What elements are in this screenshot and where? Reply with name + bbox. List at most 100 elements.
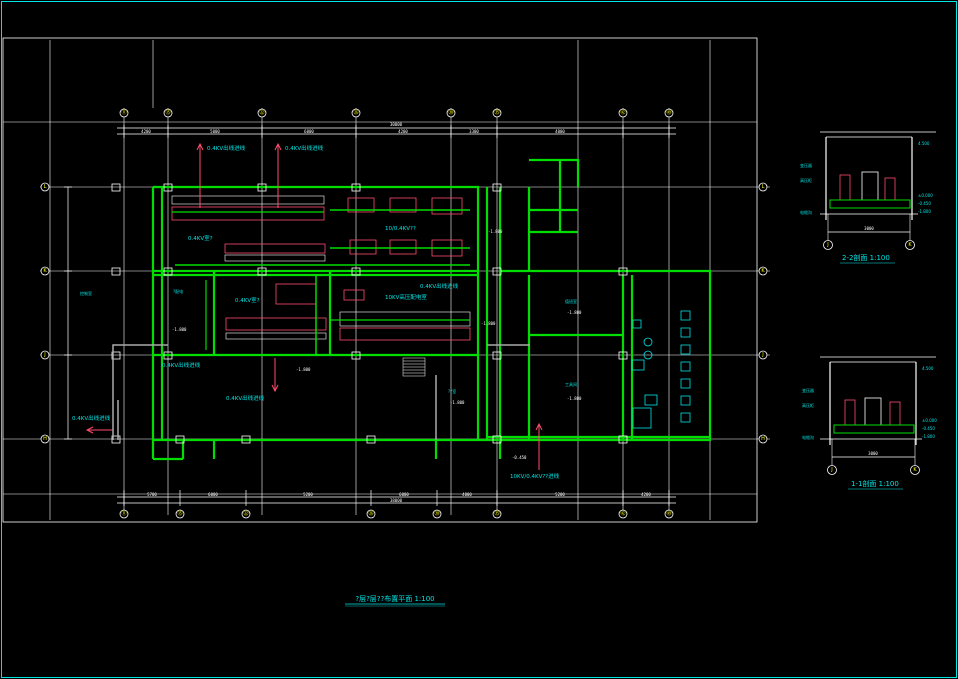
axis-bubbles-right: L K J H	[758, 182, 768, 444]
axis-bottom-2: ⑮	[177, 510, 182, 517]
elev-4: -1.800	[450, 400, 465, 405]
label-room-0-4kv-1: 0.4KV室?	[188, 234, 213, 242]
bottom-dim-2: 6000	[208, 492, 218, 497]
bottom-dimension-line	[117, 490, 676, 506]
label-10kv-feed: 10KV/0.4KV??进线	[510, 472, 560, 480]
axis-left-1: L	[44, 184, 47, 190]
bottom-dim-6: 5200	[555, 492, 565, 497]
elevation-marks: -1.800 -1.800 -1.800 -1.800 -1.800 -1.80…	[172, 229, 582, 460]
feeder-arrows	[85, 142, 543, 470]
top-dimension-line	[117, 125, 676, 138]
elev-6: -1.800	[567, 396, 582, 401]
axis-top-8: ㊾	[666, 109, 671, 116]
axis-bottom-5: ㉚	[434, 510, 439, 517]
control-room-equipment	[631, 310, 691, 429]
axis-top-5: ㉚	[448, 109, 453, 116]
top-dim-1: 4200	[141, 129, 151, 134]
section-2-2-elev-1: 4.500	[918, 141, 930, 146]
main-plan-labels: 0.4KV出线进线 0.4KV出线进线 0.4KV室? 10/0.4KV?? 0…	[72, 144, 577, 480]
section-1-1-elev-4: -1.800	[922, 434, 935, 439]
axis-top-7: ㊷	[620, 109, 625, 116]
section-2-2: J K 3000 变压器 高压柜 电缆沟 4.500 ±0.000 -0.450…	[800, 131, 936, 264]
axis-bubbles-top: ⑪ ⑮ ㉒ ㉖ ㉚ ㉟ ㊷ ㊾	[119, 108, 674, 118]
elev-1: -1.800	[488, 229, 503, 234]
label-office: ??室	[448, 388, 456, 394]
building-walls	[151, 158, 712, 461]
bottom-dim-1: 5700	[147, 492, 157, 497]
section-2-2-axis-k: K	[908, 242, 912, 248]
axis-left-3: J	[43, 352, 45, 358]
axis-left-4: H	[43, 436, 47, 442]
label-tools: 工具间	[565, 381, 577, 387]
bottom-dimension-texts: 5700 6000 5200 6000 4000 5200 4200 38000	[147, 492, 651, 503]
section-1-1-axis-k: K	[913, 467, 917, 473]
elev-2: -1.800	[172, 327, 187, 332]
section-2-2-elev-4: -1.800	[918, 209, 931, 214]
bottom-dim-4: 6000	[399, 492, 409, 497]
axis-bubbles-bottom: ⑪ ⑮ ㉒ ㉖ ㉚ ㉟ ㊷ ㊾	[119, 509, 674, 519]
elev-5: -1.800	[567, 310, 582, 315]
section-2-2-label-2: 高压柜	[800, 177, 812, 183]
axis-bottom-6: ㉟	[494, 510, 499, 517]
label-room-0-4kv-5: 0.4KV出线进线	[226, 394, 265, 402]
top-dim-2: 5000	[210, 129, 220, 134]
elev-3: -1.800	[296, 367, 311, 372]
bottom-dim-total: 38000	[390, 498, 403, 503]
axis-left-2: K	[43, 268, 47, 274]
axis-top-2: ⑮	[165, 109, 170, 116]
top-dim-3: 6000	[304, 129, 314, 134]
bottom-dim-5: 4000	[462, 492, 472, 497]
elev-8: -0.450	[512, 455, 527, 460]
stair	[402, 357, 426, 377]
section-1-1-axis-j: J	[830, 467, 832, 473]
top-dim-total: 30000	[390, 122, 403, 127]
section-1-1: J K 3000 变压器 高压柜 电缆沟 4.500 ±0.000 -0.450…	[802, 356, 937, 490]
axis-right-1: L	[762, 184, 765, 190]
axis-top-6: ㉟	[494, 109, 499, 116]
axis-bottom-1: ⑪	[121, 510, 126, 517]
section-1-1-elev-2: ±0.000	[922, 418, 937, 423]
label-room-0-4kv-3: 0.4KV出线进线	[420, 282, 459, 290]
section-2-2-axis-j: J	[826, 242, 828, 248]
top-dim-4: 4200	[398, 129, 408, 134]
columns	[111, 183, 628, 444]
elev-7: -1.800	[481, 321, 496, 326]
drawing-title: ?层?层??布置平面 1:100	[355, 594, 434, 603]
label-room-0-4kv-4: 0.4KV出线进线	[162, 361, 201, 369]
section-2-2-title: 2-2剖面 1:100	[842, 253, 890, 262]
section-1-1-label-1: 变压器	[802, 387, 814, 393]
section-2-2-elev-3: -0.450	[918, 201, 931, 206]
label-room-10-04: 10/0.4KV??	[385, 226, 416, 232]
section-2-2-elev-2: ±0.000	[918, 193, 933, 198]
top-dimension-texts: 4200 5000 6000 4200 3300 4000 30000	[141, 122, 565, 134]
switchgear-row-middle	[205, 275, 471, 355]
section-1-1-title: 1-1剖面 1:100	[851, 479, 899, 488]
label-feeder-1: 0.4KV出线进线	[207, 144, 246, 152]
axis-bottom-4: ㉖	[368, 510, 373, 517]
top-dim-6: 4000	[555, 129, 565, 134]
axis-bottom-3: ㉒	[243, 510, 248, 517]
label-room-10kv: 10KV高压配电室	[385, 293, 427, 301]
cable-routes	[112, 344, 530, 440]
top-dim-5: 3300	[469, 129, 479, 134]
section-2-2-label-3: 电缆沟	[800, 209, 812, 215]
switchgear-row-top	[171, 195, 470, 266]
axis-right-4: H	[761, 436, 765, 442]
axis-right-2: K	[761, 268, 765, 274]
axis-bubbles-left: L K J H	[40, 182, 50, 444]
main-plan-border	[2, 37, 758, 523]
label-aux: ?配电	[173, 288, 183, 294]
axis-grid	[3, 40, 770, 520]
bottom-dim-7: 4200	[641, 492, 651, 497]
label-duty: 值班室	[565, 298, 577, 304]
section-1-1-elev-1: 4.500	[922, 366, 934, 371]
axis-top-1: ⑪	[121, 109, 126, 116]
axis-top-4: ㉖	[353, 109, 358, 116]
label-control: 控制室	[80, 290, 92, 296]
left-dimension-line	[64, 186, 72, 440]
section-1-1-label-2: 高压柜	[802, 402, 814, 408]
section-2-2-label-1: 变压器	[800, 162, 812, 168]
axis-bottom-8: ㊾	[666, 510, 671, 517]
